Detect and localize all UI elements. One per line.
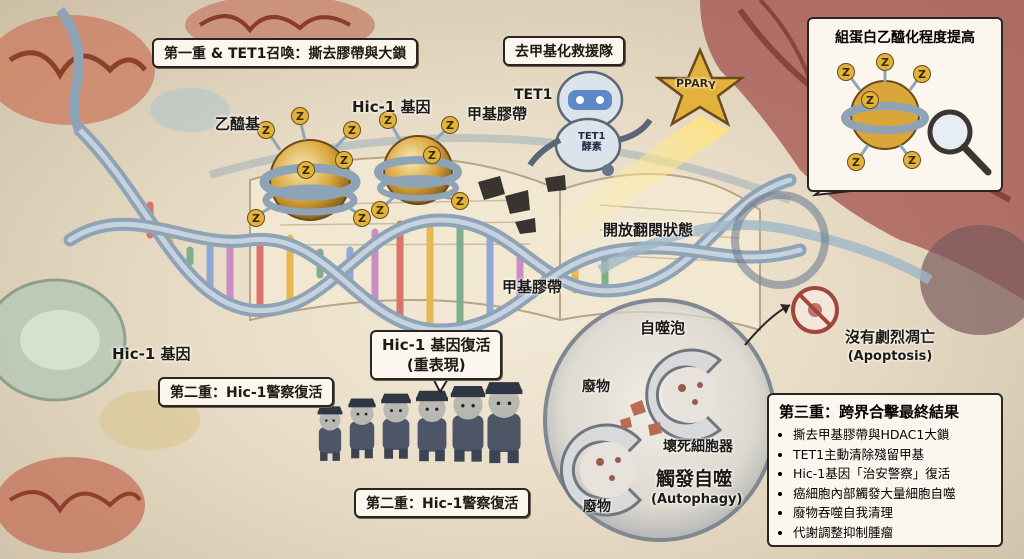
acetyl-label: 乙醯基 (215, 115, 261, 133)
results-item: 代謝調整抑制腫瘤 (793, 523, 991, 543)
police-officer (416, 390, 448, 462)
acetyl-group-icon: Z (247, 209, 265, 227)
cell-right (920, 225, 1024, 335)
acetyl-group-icon: Z (371, 201, 389, 219)
stage2-box-left: 第二重：Hic-1警察復活 (158, 377, 335, 407)
acetyl-panel-title: 組蛋白乙醯化程度提高 (835, 30, 975, 46)
methyl-tape-label-top: 甲基膠帶 (467, 105, 528, 123)
tet1-chest-line2: 酵素 (581, 142, 602, 153)
nucleosome-left (259, 139, 361, 221)
results-item: Hic-1基因「治安警察」復活 (793, 464, 991, 484)
rescue-team-label: 去甲基化救援隊 (503, 36, 625, 66)
revive-line2: (重表現) (406, 356, 466, 374)
revive-line1: Hic-1 基因復活 (382, 336, 491, 354)
acetyl-group-icon: Z (297, 161, 315, 179)
results-item: 廢物吞噬自我清理 (793, 503, 991, 523)
waste-label-bottom: 廢物 (583, 499, 611, 515)
no-apoptosis-line2: (Apoptosis) (847, 349, 933, 364)
tet1-name-label: TET1 (514, 87, 553, 103)
police-officers (317, 382, 523, 464)
police-officer (348, 398, 376, 459)
acetyl-group-icon: Z (847, 153, 865, 171)
autophagosome (645, 348, 723, 442)
nucleosome-right (731, 191, 829, 289)
trigger-autophagy-label: 觸發自噬 (656, 468, 733, 490)
tet1-chest-label: TET1 酵素 (578, 131, 605, 153)
results-panel: 第三重：跨界合擊最終結果 撕去甲基膠帶與HDAC1大鎖 TET1主動清除殘留甲基… (767, 393, 1003, 547)
no-apoptosis-icon (791, 286, 839, 334)
acetyl-group-icon: Z (861, 91, 879, 109)
stage2-box-bottom: 第二重：Hic-1警察復活 (354, 488, 531, 518)
methyl-tape-label-bottom: 甲基膠帶 (502, 278, 563, 296)
chromatin-ribbon (597, 220, 933, 285)
methyl-tape-pieces (478, 175, 566, 234)
nucleosome-middle (374, 135, 462, 205)
results-item: TET1主動清除殘留甲基 (793, 445, 991, 465)
police-officer (381, 393, 411, 459)
ppar-badge-text: PPARγ (676, 77, 716, 90)
vesicle-small (150, 88, 230, 132)
arrow-head (780, 304, 790, 314)
hic1-gene-label-top: Hic-1 基因 (352, 98, 431, 116)
police-officer (485, 382, 523, 464)
ppar-star-badge (654, 46, 746, 127)
lysosome (560, 423, 643, 517)
results-item: 撕去甲基膠帶與HDAC1大鎖 (793, 425, 991, 445)
acetyl-group-icon: Z (423, 146, 441, 164)
waste-label-top: 廢物 (582, 379, 610, 395)
acetyl-group-icon: Z (913, 65, 931, 83)
autophagosome-label: 自噬泡 (640, 319, 686, 337)
tet1-robot (527, 70, 653, 176)
no-apoptosis-label: 沒有劇烈凋亡 (Apoptosis) (845, 328, 935, 366)
acetyl-group-icon: Z (291, 107, 309, 125)
acetyl-group-icon: Z (903, 151, 921, 169)
results-title: 第三重：跨界合擊最終結果 (779, 403, 960, 421)
no-apoptosis-line1: 沒有劇烈凋亡 (845, 328, 936, 346)
acetyl-group-icon: Z (335, 151, 353, 169)
trigger-autophagy-en: (Autophagy) (651, 492, 743, 507)
hic1-gene-label-left: Hic-1 基因 (112, 345, 191, 363)
acetyl-group-icon: Z (441, 116, 459, 134)
results-item: 癌細胞內部觸發大量細胞自噬 (793, 484, 991, 504)
acetyl-group-icon: Z (343, 121, 361, 139)
police-officer (450, 385, 486, 462)
acetyl-group-icon: Z (353, 209, 371, 227)
police-officer (317, 406, 343, 461)
acetyl-group-icon: Z (451, 192, 469, 210)
acetyl-group-icon: Z (379, 111, 397, 129)
revive-box: Hic-1 基因復活 (重表現) (370, 330, 503, 380)
cell-left-middle (0, 278, 127, 402)
stage1-title: 第一重 & TET1召喚：撕去膠帶與大鎖 (152, 38, 419, 68)
waste-fragments (620, 400, 662, 436)
dna-double-helix (56, 6, 807, 337)
acetyl-group-icon: Z (257, 121, 275, 139)
necrotic-organelle-label: 壞死細胞器 (663, 439, 733, 455)
acetyl-group-icon: Z (876, 53, 894, 71)
mitochondrion-bottom-left (0, 457, 145, 553)
open-state-label: 開放翻閱狀態 (603, 221, 694, 239)
tet1-chest-line1: TET1 (578, 131, 606, 142)
acetyl-group-icon: Z (837, 63, 855, 81)
results-list: 撕去甲基膠帶與HDAC1大鎖 TET1主動清除殘留甲基 Hic-1基因「治安警察… (779, 425, 991, 542)
light-beam (540, 115, 730, 240)
